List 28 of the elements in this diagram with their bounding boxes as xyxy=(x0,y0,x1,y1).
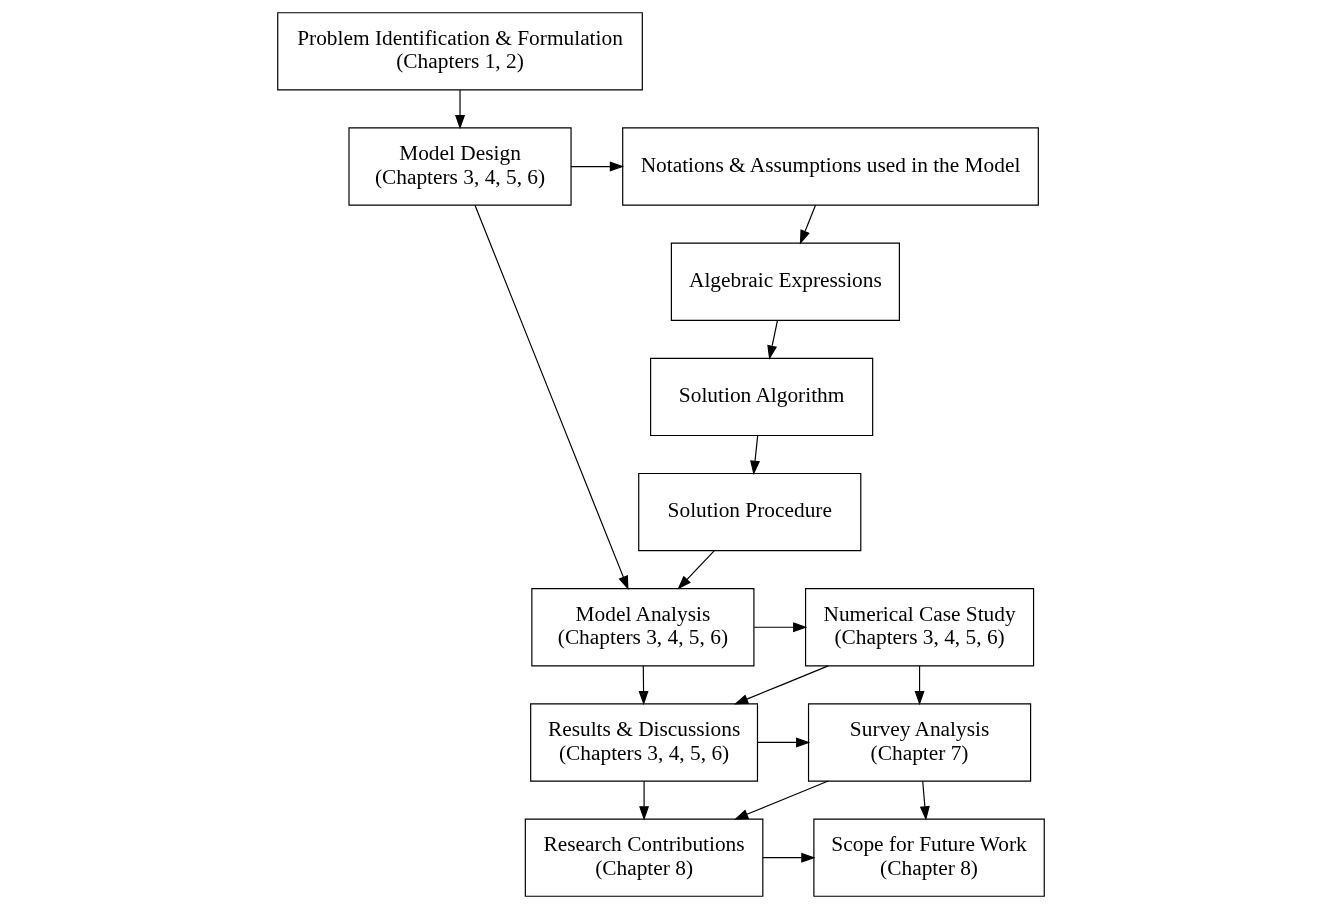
arrow xyxy=(799,204,816,245)
node-box: Model Analysis (Chapters 3, 4, 5, 6) xyxy=(530,588,754,667)
arrow xyxy=(756,737,810,748)
arrow xyxy=(762,852,816,863)
arrow xyxy=(676,550,715,590)
node-box: Solution Procedure xyxy=(637,472,861,552)
arrow xyxy=(570,161,624,172)
node-box: Solution Algorithm xyxy=(649,357,873,437)
arrow xyxy=(753,622,807,633)
node-box: Research Contributions (Chapter 8) xyxy=(524,818,763,897)
arrow xyxy=(766,319,778,360)
node-box: Results & Discussions (Chapters 3, 4, 5, 6) xyxy=(529,703,758,782)
arrow xyxy=(914,665,925,706)
node-box: Numerical Case Study (Chapters 3, 4, 5, 6) xyxy=(804,588,1034,667)
arrow xyxy=(638,780,649,821)
node-box: Notations & Assumptions used in the Model xyxy=(621,127,1039,206)
node-box: Scope for Future Work (Chapter 8) xyxy=(812,818,1045,897)
arrow xyxy=(919,780,930,821)
arrow xyxy=(454,89,465,130)
arrow xyxy=(473,204,628,591)
arrow xyxy=(638,665,649,706)
node-box: Problem Identification & Formulation (Chapters 1, 2) xyxy=(276,12,643,91)
node-box: Model Design (Chapters 3, 4, 5, 6) xyxy=(347,127,572,206)
node-box: Survey Analysis (Chapter 7) xyxy=(807,703,1031,782)
arrow xyxy=(733,780,829,820)
node-box: Algebraic Expressions xyxy=(670,242,900,321)
arrow xyxy=(749,435,760,475)
arrow xyxy=(733,665,829,705)
